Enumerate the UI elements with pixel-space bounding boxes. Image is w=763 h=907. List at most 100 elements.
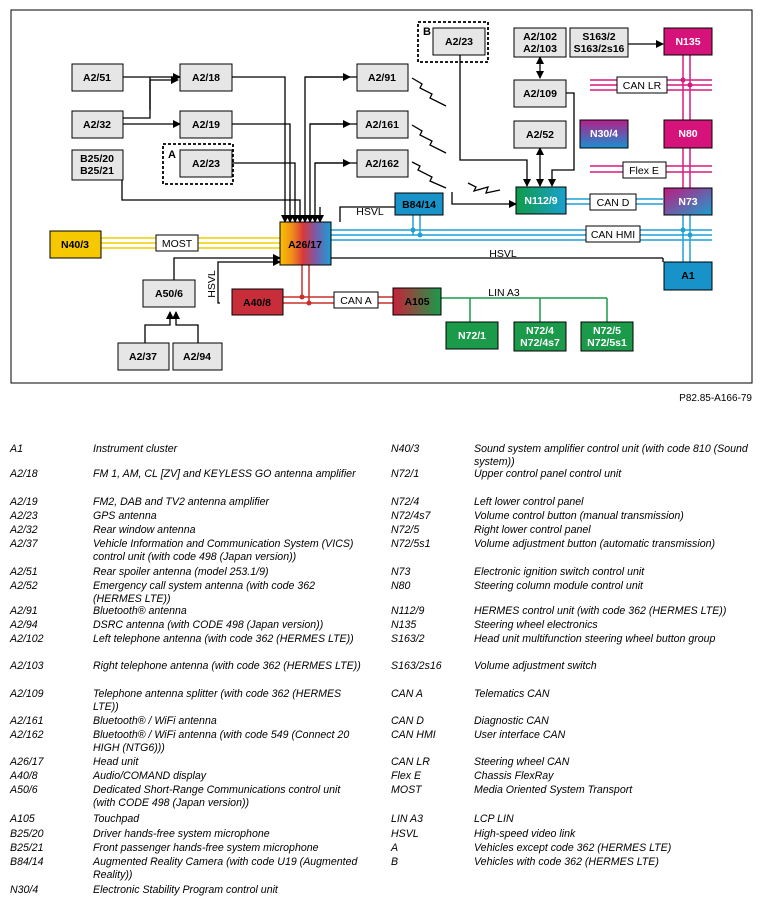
component-a2-161: A2/161 [356,110,409,139]
group-b-outline [417,21,489,63]
legend-code: A2/37 [10,538,38,550]
component-n72-4: N72/4 N72/4s7 [513,321,567,352]
legend-code: CAN LR [391,756,430,768]
legend-description: Chassis FlexRay [474,770,554,782]
legend-description: Volume control button (manual transmissi… [474,510,684,522]
legend-description: Electronic Stability Program control uni… [93,884,278,896]
component-a2-51: A2/51 [71,63,124,92]
legend-code: N30/4 [10,884,39,896]
wireless-icon-a2-91 [411,77,447,107]
legend-description: Bluetooth® / WiFi antenna [93,715,217,727]
legend-code: CAN HMI [391,729,436,741]
legend-description: Instrument cluster [93,443,178,455]
legend-description: HERMES control unit (with code 362 (HERM… [474,605,727,617]
component-a1: A1 [663,261,713,291]
component-a2-52: A2/52 [513,120,567,149]
legend-code: N73 [391,566,411,578]
figure-reference: P82.85-A166-79 [679,393,752,404]
svg-text:A2/18: A2/18 [192,72,220,84]
legend-code: N80 [391,580,411,592]
legend-description: GPS antenna [93,510,157,522]
legend-code: A40/8 [10,770,38,782]
group-a-label: A [168,149,176,161]
legend-code: A1 [10,443,23,455]
svg-text:S163/2s16: S163/2s16 [574,43,625,55]
legend-code: HSVL [391,828,419,840]
legend-code: N40/3 [391,443,420,455]
svg-text:A105: A105 [404,296,429,308]
svg-text:N73: N73 [678,196,697,208]
svg-text:S163/2: S163/2 [582,31,615,43]
legend-description: Upper control panel control unit [474,468,622,480]
legend-code: N72/4s7 [391,510,431,522]
legend-code: A2/94 [10,619,38,631]
svg-text:A2/19: A2/19 [192,119,220,131]
legend-code: A2/51 [10,566,38,578]
legend-code: A2/32 [10,524,38,536]
legend-code: A2/109 [10,688,44,700]
legend-description: Volume adjustment switch [474,660,597,672]
label-most: MOST [155,234,199,252]
legend-description: Rear spoiler antenna (model 253.1/9) [93,566,269,578]
wireless-symbols [411,77,501,194]
network-diagram: A B A2/51 A2/32 B25/20 B25/21 A2/18 A2/1… [10,9,753,384]
svg-text:A26/17: A26/17 [288,239,322,251]
legend-code: CAN A [391,688,423,700]
svg-text:A2/109: A2/109 [523,88,557,100]
legend-code: N112/9 [391,605,425,617]
legend-description: User interface CAN [474,729,566,741]
legend-code: N72/4 [391,496,420,508]
svg-text:Flex E: Flex E [629,165,659,177]
component-s163: S163/2 S163/2s16 [569,27,629,58]
svg-text:A1: A1 [681,270,695,282]
component-a2-109: A2/109 [513,79,567,108]
legend-code: N135 [391,619,417,631]
legend-code: CAN D [391,715,424,727]
svg-text:B25/21: B25/21 [80,165,114,177]
legend-description: Touchpad [93,813,140,825]
svg-text:N80: N80 [678,128,697,140]
wireless-icon-n112-9 [467,182,501,194]
label-lin-a3: LIN A3 [488,287,520,299]
svg-text:N72/1: N72/1 [458,330,486,342]
svg-text:A50/6: A50/6 [155,288,183,300]
svg-text:A2/23: A2/23 [192,158,220,170]
svg-text:A2/32: A2/32 [83,119,111,131]
svg-text:A2/51: A2/51 [83,72,111,84]
legend-description: Bluetooth® antenna [93,605,187,617]
svg-text:MOST: MOST [162,238,193,250]
svg-text:A2/162: A2/162 [365,158,399,170]
label-hsvl-vertical: HSVL [206,270,218,298]
legend-code: Flex E [391,770,422,782]
legend-description: FM2, DAB and TV2 antenna amplifier [93,496,270,508]
svg-text:A2/102: A2/102 [523,31,557,43]
legend-code: A2/161 [10,715,44,727]
legend-description: Telephone antenna splitter (with code 36… [93,688,342,713]
legend-code: B84/14 [10,856,44,868]
svg-text:N72/5: N72/5 [593,325,621,337]
component-n80: N80 [663,119,713,149]
legend-description: FM 1, AM, CL [ZV] and KEYLESS GO antenna… [93,468,356,480]
legend-description: Vehicles with code 362 (HERMES LTE) [474,856,659,868]
legend-description: Electronic ignition switch control unit [474,566,645,578]
legend-code: A2/102 [10,633,44,645]
label-can-lr: CAN LR [616,76,668,94]
legend-description: Right telephone antenna (with code 362 (… [93,660,361,672]
legend-code: MOST [391,784,422,796]
legend-code: A2/52 [10,580,38,592]
label-can-a: CAN A [333,291,379,309]
component-a2-37: A2/37 [117,342,170,371]
component-a2-102-103: A2/102 A2/103 [513,27,567,58]
legend-description: High-speed video link [474,828,576,840]
component-a2-18: A2/18 [179,63,233,92]
legend-description: Front passenger hands-free system microp… [93,842,319,854]
legend-description: Driver hands-free system microphone [93,828,270,840]
legend-description: Right lower control panel [474,524,591,536]
legend-code: A2/91 [10,605,38,617]
component-n73: N73 [663,187,713,216]
legend-description: Augmented Reality Camera (with code U19 … [93,856,358,881]
legend-description: Bluetooth® / WiFi antenna (with code 549… [93,729,350,754]
component-a2-91: A2/91 [356,63,409,92]
svg-text:A2/103: A2/103 [523,43,557,55]
legend-code: B25/21 [10,842,44,854]
